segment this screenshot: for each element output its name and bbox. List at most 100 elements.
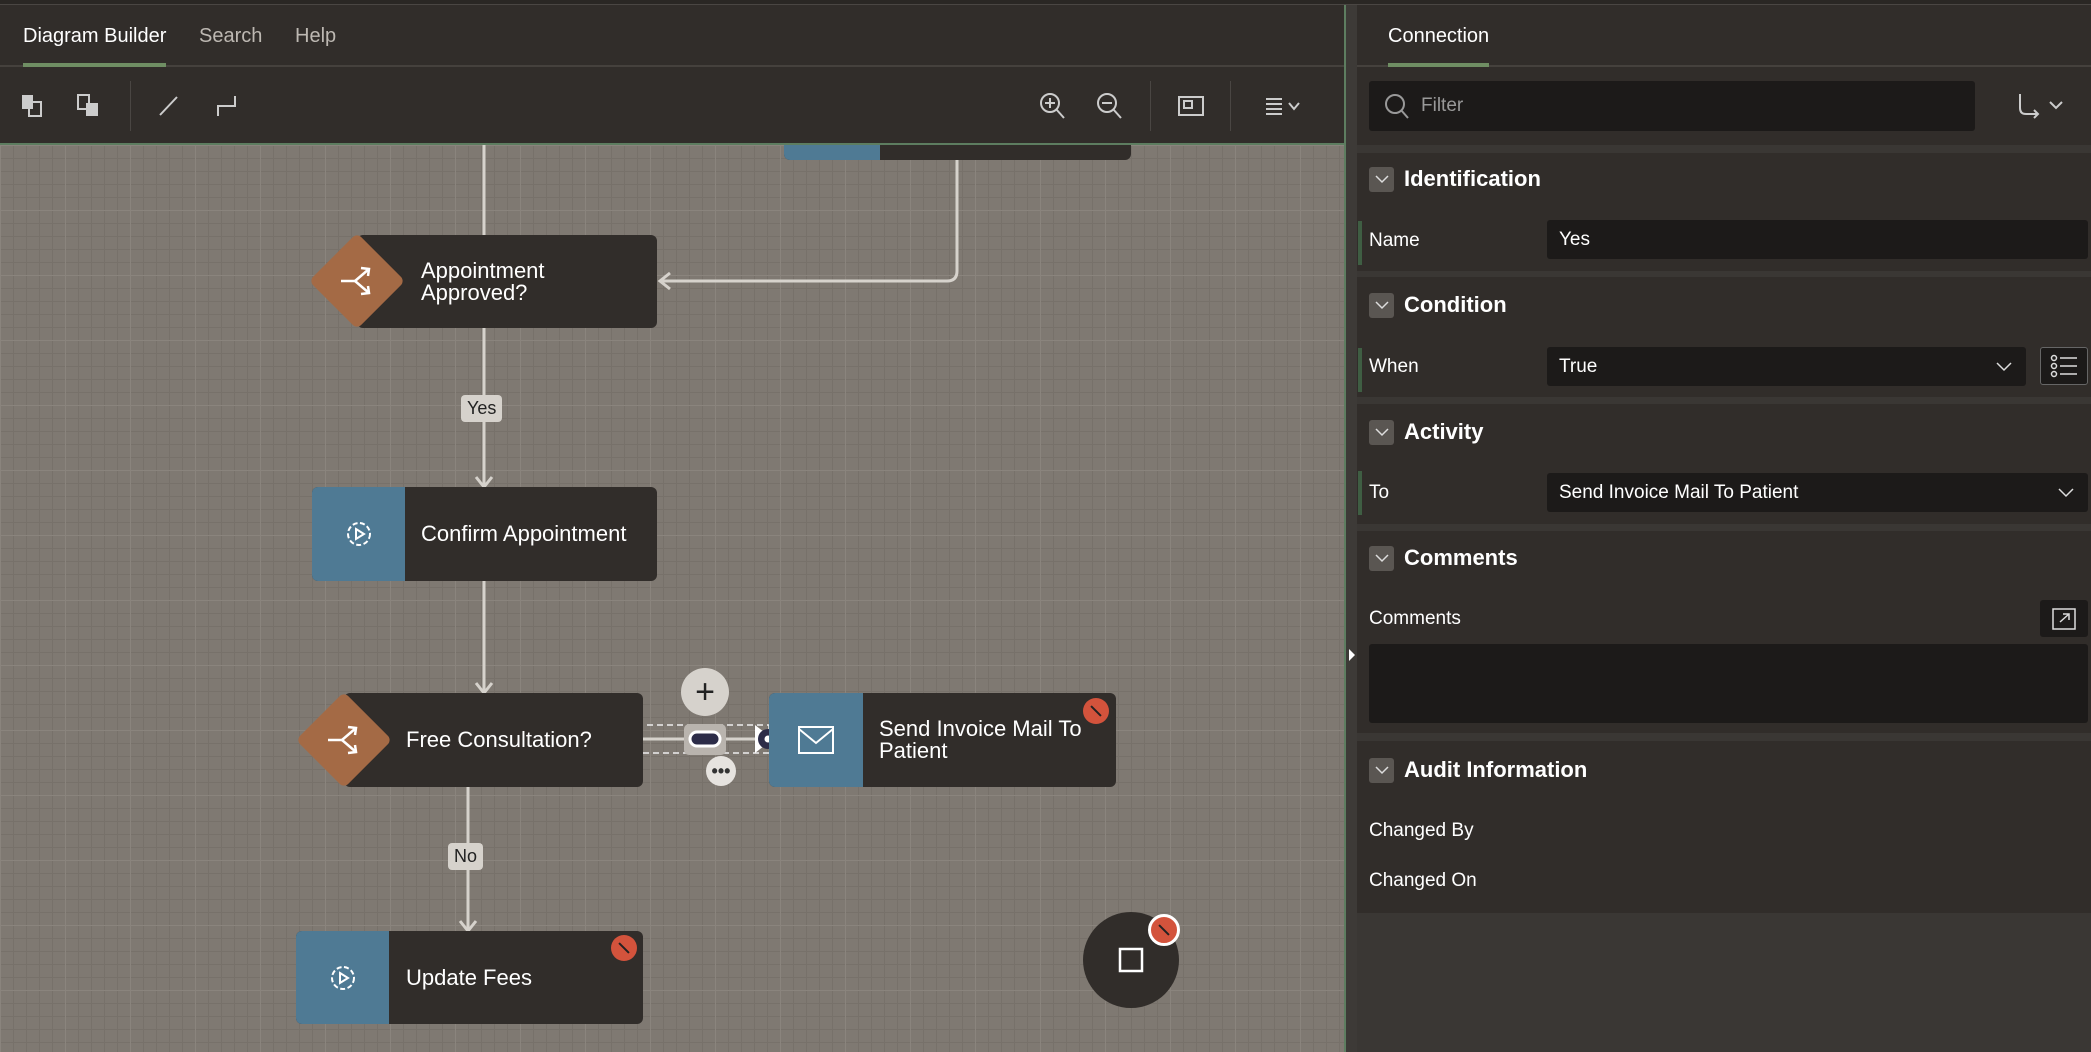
- node-confirm-appointment[interactable]: Confirm Appointment: [312, 487, 657, 581]
- required-indicator: [1358, 348, 1362, 392]
- edge-label-no[interactable]: No: [448, 843, 484, 870]
- menu-chevron-icon: [1266, 98, 1300, 115]
- error-badge-icon: [1083, 698, 1109, 724]
- arrow-chevron-icon: [2019, 94, 2063, 119]
- name-label: Name: [1369, 230, 1420, 251]
- panel-tabs: Connection: [1357, 5, 2091, 68]
- connector-handle: [688, 730, 722, 748]
- main-tabs: Diagram Builder Search Help: [0, 5, 1344, 68]
- chevron-down-icon: [1369, 757, 1394, 783]
- zoom-out-icon: [1097, 93, 1122, 119]
- filter-input[interactable]: Filter: [1369, 81, 1975, 131]
- identification-header[interactable]: Identification: [1369, 166, 1541, 192]
- required-indicator: [1358, 471, 1362, 515]
- filter-placeholder: Filter: [1421, 95, 1464, 116]
- chevron-down-icon: [1369, 545, 1394, 571]
- node-label: Appointment Approved?: [421, 257, 545, 305]
- connector-line: [660, 145, 959, 283]
- node-label: Confirm Appointment: [421, 521, 627, 546]
- ellipsis-icon: •••: [711, 760, 731, 781]
- node-free-consultation[interactable]: Free Consultation?: [344, 693, 643, 787]
- gear-icon: [346, 522, 371, 546]
- node-appointment-approved[interactable]: Appointment Approved?: [357, 235, 657, 328]
- chevron-down-icon: [1369, 292, 1394, 318]
- panel-splitter[interactable]: [1344, 5, 1357, 1052]
- to-value: Send Invoice Mail To Patient: [1559, 481, 1799, 503]
- changed-by-label: Changed By: [1369, 820, 1474, 841]
- more-actions-button[interactable]: •••: [706, 756, 736, 786]
- edge-label-yes[interactable]: Yes: [461, 395, 503, 422]
- changed-on-label: Changed On: [1369, 870, 1477, 891]
- zoom-out-button[interactable]: [1093, 89, 1127, 123]
- chevron-down-icon: [1996, 361, 2012, 371]
- activity-shape: [296, 931, 389, 1024]
- when-select[interactable]: True: [1547, 347, 2026, 386]
- straight-line-icon: [159, 96, 178, 116]
- list-of-values-button[interactable]: [2040, 347, 2088, 385]
- toolbar-separator: [1230, 81, 1231, 131]
- node-label: Update Fees: [406, 964, 532, 990]
- section-audit: [1357, 741, 2091, 913]
- mail-icon: [798, 726, 834, 754]
- comments-textarea[interactable]: [1369, 644, 2088, 723]
- tab-connection[interactable]: Connection: [1388, 25, 1490, 68]
- zoom-in-button[interactable]: [1036, 89, 1070, 123]
- section-title: Comments: [1404, 545, 1518, 570]
- node-send-invoice[interactable]: Send Invoice Mail To Patient: [769, 693, 1116, 787]
- chevron-down-icon: [1369, 419, 1394, 445]
- arrowhead: [657, 271, 671, 291]
- when-label: When: [1369, 356, 1419, 377]
- section-title: Activity: [1404, 419, 1484, 444]
- branch-icon: [320, 716, 368, 764]
- branch-icon: [333, 257, 381, 305]
- diagram-toolbar: [0, 67, 1344, 145]
- stop-icon: [1118, 947, 1144, 973]
- node-label: Send Invoice Mail To Patient: [879, 716, 1082, 763]
- comments-header[interactable]: Comments: [1369, 545, 1518, 571]
- when-value: True: [1559, 355, 1598, 377]
- error-badge-icon: [611, 935, 637, 961]
- search-icon: [1385, 94, 1409, 119]
- toolbar-separator: [1150, 81, 1151, 131]
- section-title: Condition: [1404, 292, 1507, 317]
- activity-header[interactable]: Activity: [1369, 419, 1483, 445]
- plus-icon: +: [695, 672, 715, 711]
- straight-connector-button[interactable]: [152, 89, 186, 123]
- chevron-down-icon: [1369, 166, 1394, 192]
- activity-shape: [312, 487, 405, 581]
- diagram-canvas[interactable]: Appointment Approved? Yes Confirm Appoin…: [0, 145, 1344, 1052]
- bring-to-front-button[interactable]: [16, 89, 50, 123]
- node-label: Free Consultation?: [406, 727, 592, 752]
- section-title: Audit Information: [1404, 757, 1588, 782]
- add-node-button[interactable]: +: [681, 668, 729, 716]
- go-to-group-button[interactable]: [2016, 90, 2072, 122]
- name-input[interactable]: Yes: [1547, 220, 2088, 259]
- send-to-back-button[interactable]: [72, 89, 106, 123]
- activity-shape: [769, 693, 863, 787]
- tab-help[interactable]: Help: [295, 25, 337, 47]
- fit-view-icon: [1178, 96, 1204, 116]
- elbow-connector-button[interactable]: [210, 89, 244, 123]
- error-badge-icon: [1148, 914, 1180, 946]
- condition-header[interactable]: Condition: [1369, 292, 1507, 318]
- bring-front-icon: [22, 95, 42, 117]
- tab-diagram-builder[interactable]: Diagram Builder: [23, 25, 167, 68]
- send-back-icon: [77, 94, 98, 116]
- elbow-line-icon: [217, 96, 236, 116]
- node-update-fees[interactable]: Update Fees: [296, 931, 643, 1024]
- zoom-in-icon: [1040, 93, 1065, 119]
- to-label: To: [1369, 482, 1390, 503]
- toolbar-separator: [130, 81, 131, 131]
- node-partial[interactable]: [784, 145, 1131, 160]
- menu-button[interactable]: [1260, 89, 1310, 123]
- caret-right-icon: [1349, 649, 1355, 661]
- expand-icon: [2052, 607, 2076, 630]
- list-icon: [2050, 354, 2077, 378]
- tab-search[interactable]: Search: [199, 25, 263, 47]
- expand-editor-button[interactable]: [2040, 600, 2088, 637]
- to-select[interactable]: Send Invoice Mail To Patient: [1547, 473, 2088, 512]
- top-border: [0, 0, 2091, 5]
- audit-header[interactable]: Audit Information: [1369, 757, 1587, 783]
- fit-view-button[interactable]: [1174, 89, 1208, 123]
- required-indicator: [1358, 221, 1362, 265]
